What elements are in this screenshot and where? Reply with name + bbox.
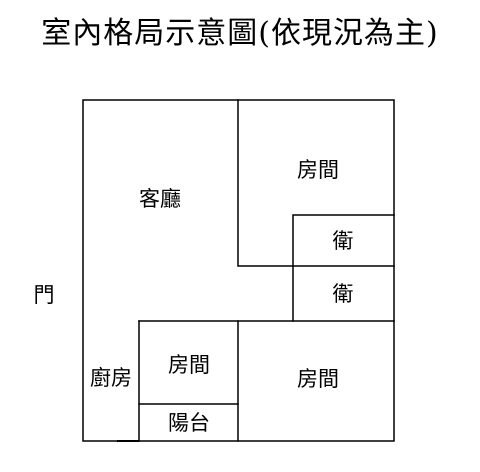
room-bottom-right-label: 房間 <box>297 367 339 391</box>
diagram-title: 室內格局示意圖(依現況為主) <box>41 16 439 51</box>
door-label: 門 <box>33 283 55 307</box>
living-room-label: 客廳 <box>139 187 181 211</box>
kitchen-label: 廚房 <box>90 366 132 390</box>
room-top-right-label: 房間 <box>297 158 339 182</box>
bath-lower-label: 衛 <box>332 282 354 306</box>
wall-bath-upper <box>292 214 395 322</box>
bath-upper-label: 衛 <box>332 229 354 253</box>
room-small-label: 房間 <box>168 353 210 377</box>
wall-room-top-right <box>237 99 395 267</box>
balcony-label: 陽台 <box>168 411 210 435</box>
